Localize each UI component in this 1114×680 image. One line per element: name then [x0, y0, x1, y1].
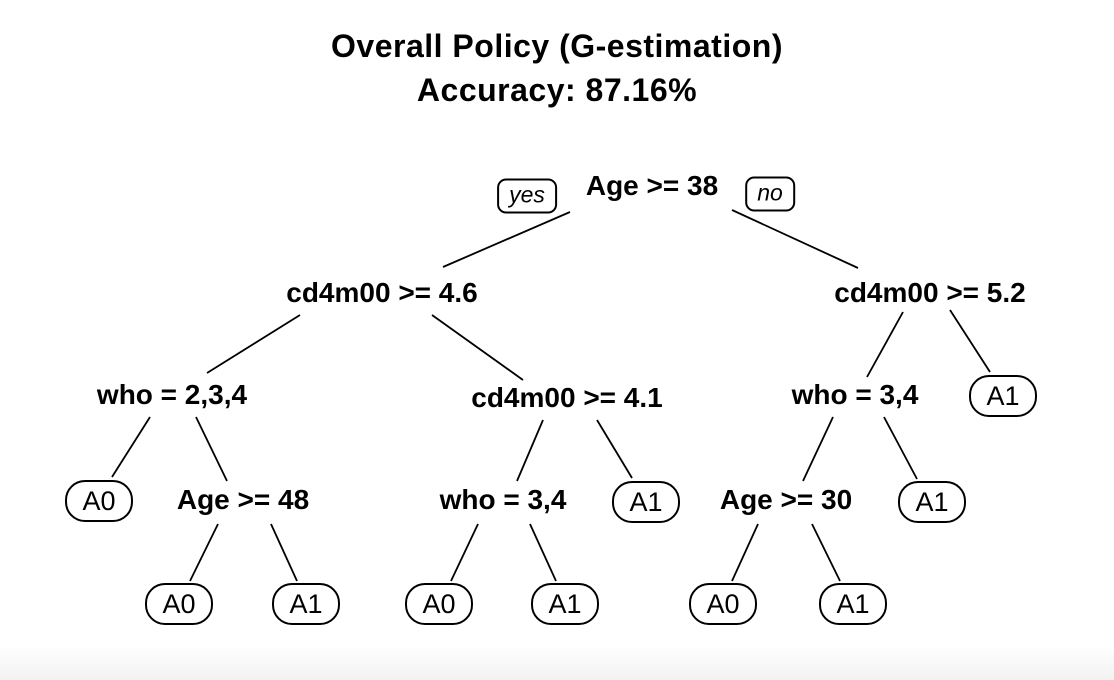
tree-edge — [450, 523, 479, 582]
tree-edge — [206, 314, 301, 374]
leaf-node-a1: A1 — [531, 583, 599, 625]
edge-label-no: no — [745, 176, 795, 212]
leaf-node-a1: A1 — [898, 481, 966, 523]
split-node-cd4m00-4-6: cd4m00 >= 4.6 — [283, 277, 481, 309]
leaf-node-a0: A0 — [145, 583, 213, 625]
leaf-node-a1: A1 — [819, 583, 887, 625]
split-node-age-30: Age >= 30 — [716, 484, 856, 516]
split-node-root: Age >= 38 — [582, 170, 722, 202]
split-node-cd4m00-4-1: cd4m00 >= 4.1 — [468, 382, 666, 414]
leaf-node-a1: A1 — [969, 375, 1037, 417]
tree-edge — [596, 419, 633, 479]
split-node-who-34-mid: who = 3,4 — [436, 484, 570, 516]
plot-title-line1: Overall Policy (G-estimation) — [331, 28, 783, 64]
split-node-who-234: who = 2,3,4 — [93, 379, 251, 411]
plot-title-line2: Accuracy: 87.16% — [416, 72, 698, 108]
tree-edge — [189, 523, 219, 582]
tree-edge — [811, 523, 841, 582]
edge-label-yes: yes — [497, 178, 557, 214]
leaf-node-a0: A0 — [689, 583, 757, 625]
tree-edge — [195, 416, 228, 482]
tree-edge — [883, 416, 918, 480]
tree-edge — [731, 523, 759, 582]
tree-edge — [270, 523, 298, 582]
tree-edge — [516, 419, 544, 482]
split-node-who-34-right: who = 3,4 — [788, 379, 922, 411]
split-node-cd4m00-5-2: cd4m00 >= 5.2 — [831, 277, 1029, 309]
leaf-node-a0: A0 — [405, 583, 473, 625]
tree-edge — [431, 314, 524, 381]
tree-edge — [802, 416, 834, 482]
tree-edge — [731, 209, 859, 269]
tree-edge — [866, 311, 904, 378]
tree-edge — [949, 309, 991, 373]
leaf-node-a0: A0 — [65, 480, 133, 522]
bottom-gradient-band — [0, 646, 1114, 680]
tree-edge — [111, 416, 151, 478]
leaf-node-a1: A1 — [272, 583, 340, 625]
tree-edge — [442, 211, 571, 268]
tree-edge — [529, 523, 557, 582]
split-node-age-48: Age >= 48 — [173, 484, 313, 516]
plot-title: Overall Policy (G-estimation) Accuracy: … — [0, 24, 1114, 112]
leaf-node-a1: A1 — [612, 481, 680, 523]
